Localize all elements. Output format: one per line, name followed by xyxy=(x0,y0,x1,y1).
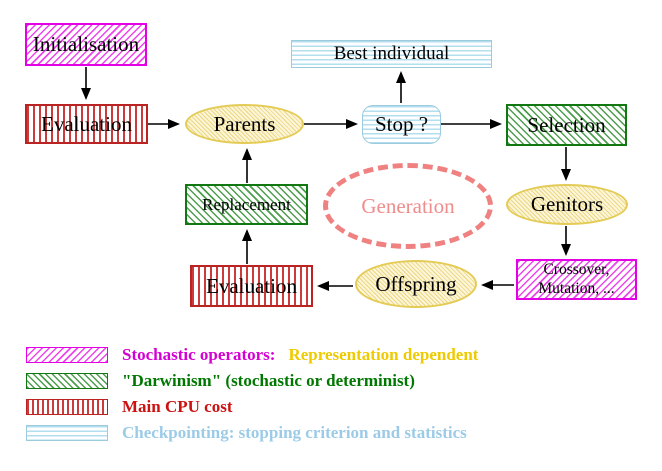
legend-swatch-magenta-hatch xyxy=(26,346,108,363)
generation-label: Generation xyxy=(361,193,455,218)
node-initialisation-label: Initialisation xyxy=(32,32,140,56)
node-offspring: Offspring xyxy=(355,260,477,308)
node-replacement-label: Replacement xyxy=(202,194,291,214)
node-genitors-label: Genitors xyxy=(530,192,604,216)
legend-text-darwinism: "Darwinism" (stochastic or determinist) xyxy=(122,370,415,390)
node-best-individual-label: Best individual xyxy=(333,43,450,64)
node-best-individual: Best individual xyxy=(291,40,492,68)
generation-cycle-ellipse: Generation xyxy=(323,163,493,249)
legend-row-checkpointing: Checkpointing: stopping criterion and st… xyxy=(26,422,467,442)
legend-swatch-blue-stripes xyxy=(26,424,108,441)
legend-text-checkpointing: Checkpointing: stopping criterion and st… xyxy=(122,422,467,442)
node-stop: Stop ? xyxy=(362,105,441,144)
legend-row-darwinism: "Darwinism" (stochastic or determinist) xyxy=(26,370,415,390)
legend-text-representation-dependent: Representation dependent xyxy=(288,344,479,364)
node-genitors: Genitors xyxy=(506,184,628,225)
node-parents: Parents xyxy=(185,104,304,144)
legend-row-stochastic-operators: Stochastic operators: Representation dep… xyxy=(26,344,479,364)
node-offspring-label: Offspring xyxy=(375,271,457,296)
node-parents-label: Parents xyxy=(213,111,276,136)
node-selection-label: Selection xyxy=(527,112,606,137)
node-evaluation-bottom: Evaluation xyxy=(190,265,313,307)
legend-row-main-cpu-cost: Main CPU cost xyxy=(26,396,233,416)
node-crossover-line2: Mutation, ... xyxy=(538,279,615,297)
node-evaluation-top-label: Evaluation xyxy=(41,111,132,136)
node-replacement: Replacement xyxy=(185,184,308,225)
legend-swatch-red-stripes xyxy=(26,398,108,415)
node-evaluation-top: Evaluation xyxy=(25,104,148,144)
legend-swatch-green-hatch xyxy=(26,372,108,389)
node-evaluation-bottom-label: Evaluation xyxy=(206,273,297,298)
node-selection: Selection xyxy=(506,104,627,146)
node-crossover-mutation: Crossover, Mutation, ... xyxy=(516,259,637,300)
legend-text-stochastic-operators: Stochastic operators: xyxy=(122,344,276,364)
node-stop-label: Stop ? xyxy=(374,112,429,136)
node-crossover-line1: Crossover, xyxy=(543,260,610,278)
legend-text-main-cpu-cost: Main CPU cost xyxy=(122,396,233,416)
node-initialisation: Initialisation xyxy=(25,23,147,66)
